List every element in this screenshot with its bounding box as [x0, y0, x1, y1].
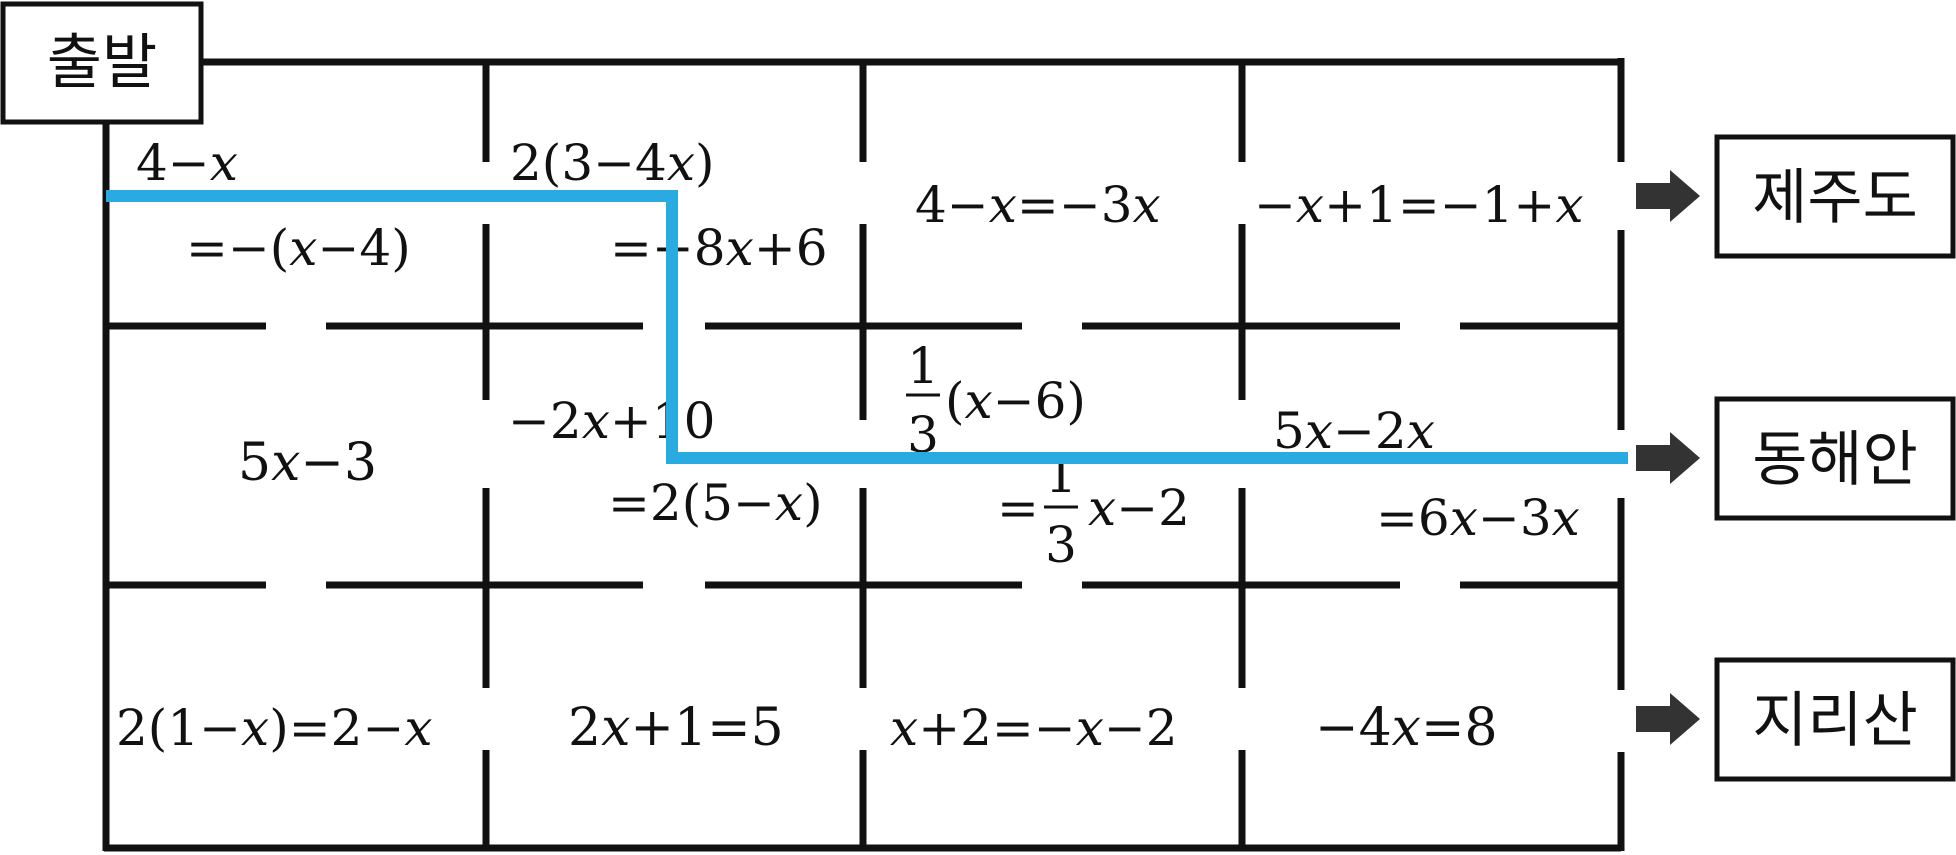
arrow-right-icon [1636, 432, 1700, 484]
cell-r3c2: 2x+1=5 [568, 698, 784, 758]
cell-r1c4: −x+1=−1+x [1254, 176, 1584, 234]
route-path [106, 190, 1628, 464]
destination-label: 동해안 [1752, 425, 1918, 495]
start-box: 출발 [0, 1, 204, 125]
cell-expression: =2(5−x) [608, 474, 823, 532]
cell-expression: −2x+10 [508, 392, 715, 450]
destination-donghae: 동해안 [1636, 396, 1956, 521]
cell-expression: =−8x+6 [610, 219, 828, 277]
arrow-right-icon [1636, 693, 1700, 745]
cell-expression: =−(x−4) [186, 219, 411, 277]
arrow-right-icon [1636, 170, 1700, 222]
cell-r3c4: −4x=8 [1315, 698, 1498, 758]
cell-r2c3: 1 3 (x−6) = 1 3 x−2 [906, 337, 1190, 574]
cell-expression: 2x+1=5 [568, 698, 784, 758]
destination-label: 지리산 [1752, 686, 1918, 756]
cell-r1c1: 4−x =−(x−4) [136, 134, 411, 277]
cell-expression: 4−x [136, 134, 238, 192]
cell-r2c1: 5x−3 [238, 433, 377, 493]
cell-expression: 5x−2x [1273, 402, 1435, 460]
cell-expression: =6x−3x [1376, 489, 1580, 547]
cell-r2c2: −2x+10 =2(5−x) [508, 392, 823, 532]
cell-r3c3: x+2=−x−2 [890, 699, 1178, 757]
cell-expression: 5x−3 [238, 433, 377, 493]
cell-expression: = [997, 479, 1039, 537]
cell-r2c4: 5x−2x =6x−3x [1273, 402, 1580, 547]
cell-expression: (x−6) [945, 372, 1086, 430]
cell-expression: 2(1−x)=2−x [116, 699, 433, 757]
fraction-denominator: 3 [1045, 516, 1077, 574]
destination-jirisan: 지리산 [1636, 657, 1956, 782]
destination-label: 제주도 [1752, 163, 1918, 233]
cell-expression: x+2=−x−2 [890, 699, 1178, 757]
start-label: 출발 [47, 28, 157, 98]
cell-r3c1: 2(1−x)=2−x [116, 699, 433, 757]
destination-jeju: 제주도 [1636, 134, 1956, 259]
cell-expression: x−2 [1088, 479, 1190, 537]
cell-expression: 2(3−4x) [510, 134, 715, 192]
fraction-numerator: 1 [907, 337, 939, 395]
maze-walls [102, 58, 1625, 852]
cell-expression: 4−x=−3x [915, 176, 1161, 234]
cell-r1c3: 4−x=−3x [915, 176, 1161, 234]
cell-expression: −x+1=−1+x [1254, 176, 1584, 234]
cell-expression: −4x=8 [1315, 698, 1498, 758]
